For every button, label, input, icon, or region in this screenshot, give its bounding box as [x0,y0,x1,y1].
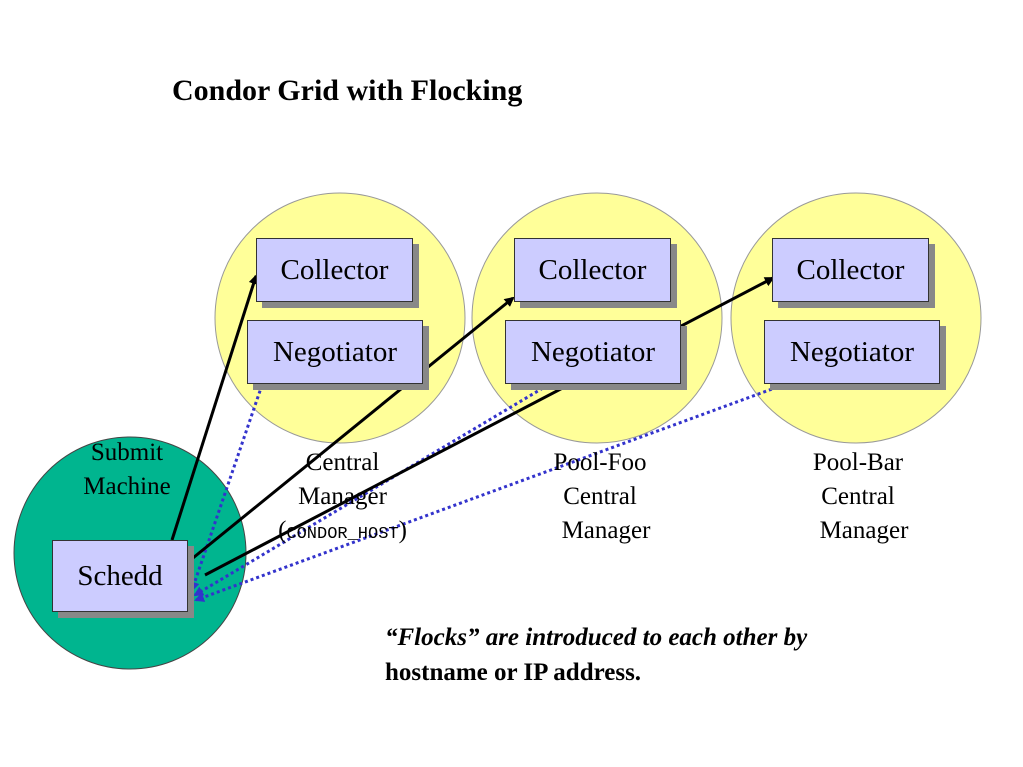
pool-foo-label: Pool-Foo Central Manager [520,446,680,548]
pool-bar-label-line3: Manager [819,517,909,544]
submit-machine-label: Submit Machine [62,436,192,504]
collector-box-bar: Collector [772,238,929,302]
schedd-to-collector-foo-arrow [187,296,515,564]
pool-circle-foo [471,192,723,444]
flocking-note-plain: hostname or IP address. [385,659,642,686]
pool-circle-central [214,192,466,444]
schedd-to-collector-central-arrow [170,274,259,541]
flocking-note-italic: “Flocks” are introduced to each other by [385,624,808,651]
paren-open: ( [278,517,287,544]
central-manager-label-line3: (CONDOR_HOST) [250,514,435,552]
pool-foo-label-line1: Pool-Foo [553,449,647,476]
flocking-note: “Flocks” are introduced to each other by… [385,620,807,690]
negotiator-box-central: Negotiator [247,320,423,384]
central-manager-label-line1: Central [305,449,380,476]
collector-box-central: Collector [256,238,413,302]
condor-host-code: CONDOR_HOST [286,525,399,544]
submit-machine-label-line1: Submit [90,439,164,466]
pool-foo-label-line2: Central [563,483,637,510]
flock-arrow-bar [194,377,793,602]
pool-foo-label-line3: Manager [561,517,651,544]
submit-machine-label-line2: Machine [83,473,171,500]
negotiator-box-bar: Negotiator [764,320,940,384]
collector-box-foo: Collector [514,238,671,302]
pool-bar-label: Pool-Bar Central Manager [778,446,938,548]
pool-bar-label-line1: Pool-Bar [812,449,904,476]
schedd-box: Schedd [52,540,188,612]
negotiator-box-foo: Negotiator [505,320,681,384]
central-manager-label-line2: Manager [298,483,387,510]
central-manager-label: Central Manager (CONDOR_HOST) [250,446,435,552]
paren-close: ) [398,517,407,544]
pool-circle-bar [730,192,982,444]
pool-bar-label-line2: Central [821,483,895,510]
diagram-title: Condor Grid with Flocking [172,74,523,107]
